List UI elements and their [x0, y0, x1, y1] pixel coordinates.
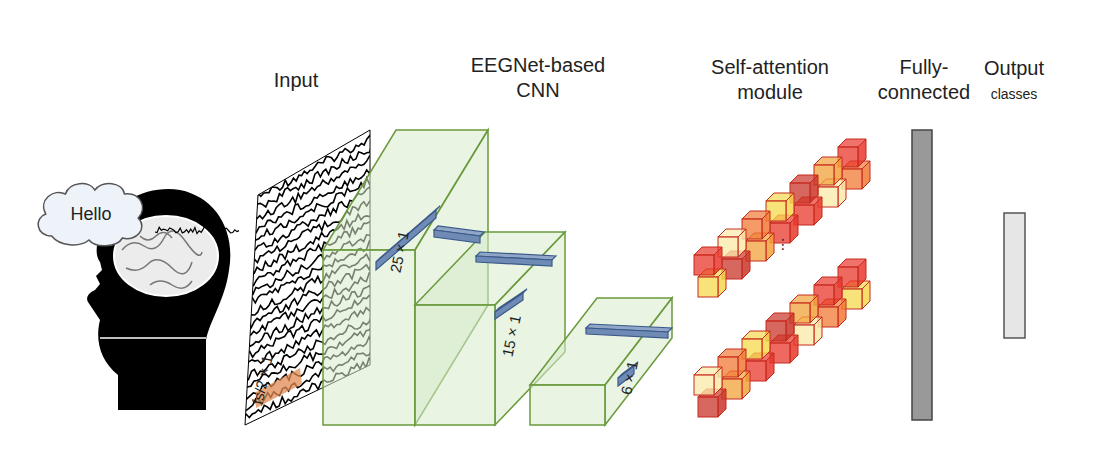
eeg-signal: [155, 223, 239, 237]
head-line: [100, 337, 206, 339]
attention-cube: [714, 367, 722, 395]
attention-cube: [814, 317, 822, 345]
attention-cube: [810, 175, 818, 203]
attention-cube: [862, 161, 870, 189]
attention-cube: [834, 157, 842, 185]
cnn-block: [605, 298, 672, 425]
kernel: [434, 230, 480, 243]
attention-cube: [742, 371, 750, 399]
attention-cubes: [694, 139, 870, 417]
attention-cube: [766, 233, 774, 261]
label: EEGNet-based CNN: [453, 53, 623, 103]
attention-cube: [834, 277, 842, 305]
node-text: Hello: [70, 204, 111, 225]
thought-cloud: Hello: [32, 178, 150, 250]
attention-cube: [766, 353, 774, 381]
attention-cube: [814, 197, 822, 225]
output-bar: [1004, 213, 1025, 338]
label: Input: [236, 68, 356, 93]
attention-cube: [714, 247, 722, 275]
kernel: [476, 256, 552, 266]
attention-cube: [786, 193, 794, 221]
label: Output: [969, 56, 1059, 81]
cnn-block: [415, 305, 495, 425]
attention-cube: [838, 299, 846, 327]
attention-cube: [738, 349, 746, 377]
cnn-blocks: [323, 130, 672, 425]
label: ⋮: [773, 236, 793, 254]
attention-cube: [742, 251, 750, 279]
attention-cube: [862, 281, 870, 309]
label: Self-attention module: [685, 55, 855, 105]
label: classes: [969, 86, 1059, 104]
attention-cube: [858, 259, 866, 287]
attention-cube: [762, 331, 770, 359]
label: Fully-connected: [869, 55, 979, 105]
attention-cube: [718, 269, 726, 297]
attention-cube: [786, 313, 794, 341]
attention-cube: [718, 389, 726, 417]
cloud-shape: [38, 184, 142, 246]
kernel: [586, 328, 668, 338]
fully-connected-bar: [912, 130, 932, 420]
attention-cube: [810, 295, 818, 323]
attention-cube: [838, 179, 846, 207]
attention-cube: [694, 255, 714, 275]
attention-cube: [762, 211, 770, 239]
attention-cube: [698, 397, 718, 417]
attention-cube: [790, 335, 798, 363]
attention-cube: [698, 277, 718, 297]
cnn-block: [530, 385, 605, 425]
eeg-trace: [253, 136, 375, 203]
brain-folds: [122, 231, 202, 288]
attention-cube: [858, 139, 866, 167]
attention-cube: [694, 375, 714, 395]
attention-cube: [738, 229, 746, 257]
cnn-block: [323, 250, 415, 425]
attention-cube: [790, 215, 798, 243]
